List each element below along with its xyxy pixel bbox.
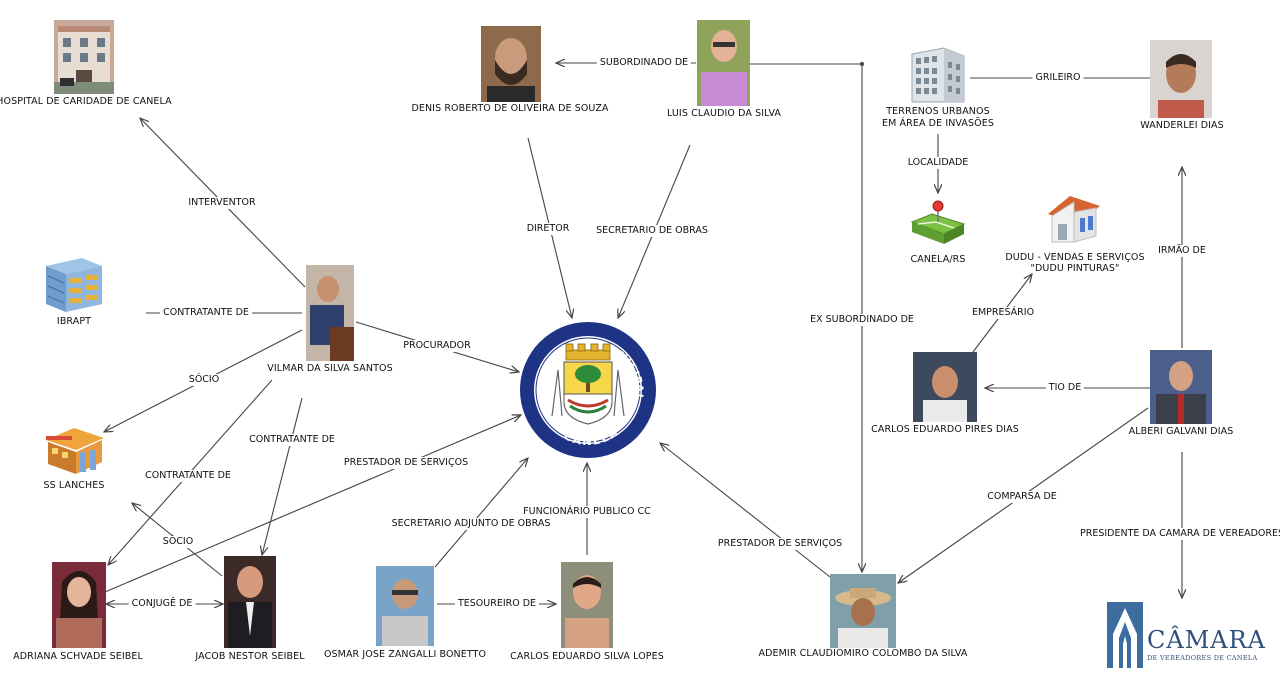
- node-label-dudu-2: "DUDU PINTURAS": [1031, 263, 1120, 275]
- office-building-icon: [908, 46, 968, 104]
- edge-label-grileiro: GRILEIRO: [1033, 72, 1084, 84]
- edge-label-socio-jacob: SÓCIO: [160, 536, 196, 548]
- edge-prestador-ademir: [660, 443, 830, 577]
- photo-carlos-lopes: [561, 562, 613, 648]
- node-label-terrenos-2: EM ÁREA DE INVASÕES: [882, 118, 994, 130]
- node-label-ademir: ADEMIR CLAUDIOMIRO COLOMBO DA SILVA: [759, 648, 968, 660]
- edge-label-comparsa: COMPARSA DE: [984, 491, 1060, 503]
- edge-label-prestador-ademir: PRESTADOR DE SERVIÇOS: [715, 538, 845, 550]
- photo-vilmar: [306, 265, 354, 361]
- edge-contratante-jacob: [262, 398, 302, 555]
- shop-icon: [44, 422, 106, 478]
- edge-label-localidade: LOCALIDADE: [905, 157, 972, 169]
- photo-ademir: [830, 574, 896, 648]
- edge-secretario-adjunto: [435, 458, 528, 567]
- junction-dot: [860, 62, 864, 66]
- node-label-denis: DENIS ROBERTO DE OLIVEIRA DE SOUZA: [411, 103, 608, 115]
- edge-label-contratante-ibrapt: CONTRATANTE DE: [160, 307, 252, 319]
- edge-label-diretor: DIRETOR: [524, 223, 573, 235]
- photo-wanderlei: [1150, 40, 1212, 118]
- camara-word: CÂMARA: [1147, 626, 1266, 654]
- hospital-building-icon: [54, 20, 114, 94]
- node-label-terrenos-1: TERRENOS URBANOS: [886, 106, 989, 118]
- server-building-icon: [44, 256, 104, 314]
- edge-label-irmao: IRMÃO DE: [1155, 245, 1209, 257]
- edge-label-secretario-obras: SECRETARIO DE OBRAS: [593, 225, 711, 237]
- node-label-canela-rs: CANELA/RS: [911, 254, 966, 266]
- edge-label-secretario-adjunto: SECRETARIO ADJUNTO DE OBRAS: [389, 518, 554, 530]
- photo-osmar: [376, 566, 434, 646]
- node-label-carlos-pires: CARLOS EDUARDO PIRES DIAS: [871, 424, 1019, 436]
- photo-luis: [697, 20, 750, 106]
- node-label-jacob: JACOB NESTOR SEIBEL: [195, 651, 304, 663]
- photo-alberi: [1150, 350, 1212, 424]
- edge-label-tesoureiro: TESOUREIRO DE: [455, 598, 539, 610]
- edge-label-conjuge: CONJUGÊ DE: [129, 598, 196, 610]
- node-label-carlos-lopes: CARLOS EDUARDO SILVA LOPES: [510, 651, 664, 663]
- node-label-wanderlei: WANDERLEI DIAS: [1140, 120, 1224, 132]
- edge-label-socio-ss: SÓCIO: [186, 374, 222, 386]
- photo-denis: [481, 26, 541, 102]
- edge-label-subordinado: SUBORDINADO DE: [597, 57, 691, 69]
- node-label-luis: LUIS CLAUDIO DA SILVA: [667, 108, 781, 120]
- node-label-adriana: ADRIANA SCHVADE SEIBEL: [13, 651, 143, 663]
- node-label-ss-lanches: SS LANCHES: [43, 480, 104, 492]
- photo-jacob: [224, 556, 276, 648]
- edge-label-tio: TIO DE: [1046, 382, 1084, 394]
- edge-label-contratante-adriana: CONTRATANTE DE: [142, 470, 234, 482]
- edge-label-empresario: EMPRESÁRIO: [969, 307, 1037, 319]
- edge-label-interventor: INTERVENTOR: [185, 197, 258, 209]
- edge-label-funcionario: FUNCIONÁRIO PUBLICO CC: [520, 506, 654, 518]
- node-label-alberi: ALBERI GALVANI DIAS: [1129, 426, 1234, 438]
- map-pin-icon: [910, 200, 966, 246]
- node-label-ibrapt: IBRAPT: [57, 316, 91, 328]
- edge-label-procurador: PROCURADOR: [400, 340, 474, 352]
- edge-label-ex-subordinado: EX SUBORDINADO DE: [807, 314, 917, 326]
- edge-label-contratante-jacob: CONTRATANTE DE: [246, 434, 338, 446]
- edge-label-prestador-adriana: PRESTADOR DE SERVIÇOS: [341, 457, 471, 469]
- photo-adriana: [52, 562, 106, 648]
- municipal-seal-icon: PREFEITURA MUNICIPAL CANELA: [518, 320, 658, 460]
- photo-carlos-pires: [913, 352, 977, 422]
- node-label-osmar: OSMAR JOSE ZANGALLI BONETTO: [324, 649, 486, 661]
- node-label-hospital: HOSPITAL DE CARIDADE DE CANELA: [0, 96, 172, 108]
- camara-logo-icon: CÂMARA DE VEREADORES DE CANELA: [1105, 598, 1265, 670]
- house-icon: [1044, 194, 1104, 246]
- edge-label-presidente: PRESIDENTE DA CAMARA DE VEREADORES: [1077, 528, 1280, 540]
- node-label-vilmar: VILMAR DA SILVA SANTOS: [267, 363, 392, 375]
- camara-subtitle: DE VEREADORES DE CANELA: [1147, 654, 1258, 662]
